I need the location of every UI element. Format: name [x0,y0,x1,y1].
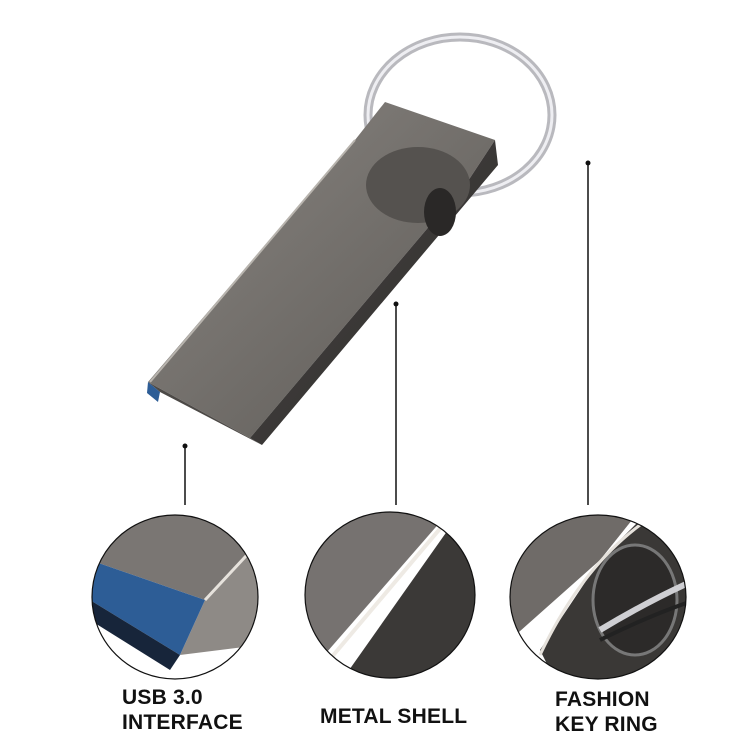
feature-label-line: INTERFACE [122,711,243,734]
detail-metal-shell [304,511,476,679]
feature-label-ring: FASHION KEY RING [555,687,658,737]
feature-label-usb: USB 3.0 INTERFACE [122,685,243,735]
usb-connector [147,382,160,402]
usb-flash-drive [147,102,498,445]
feature-label-line: USB 3.0 [122,686,203,709]
detail-key-ring [509,514,687,680]
feature-label-line: FASHION [555,688,650,711]
feature-label-shell: METAL SHELL [320,704,467,729]
detail-usb-interface [91,514,259,680]
feature-label-line: KEY RING [555,713,658,736]
leader-lines [182,160,591,505]
feature-label-line: METAL SHELL [320,705,468,728]
